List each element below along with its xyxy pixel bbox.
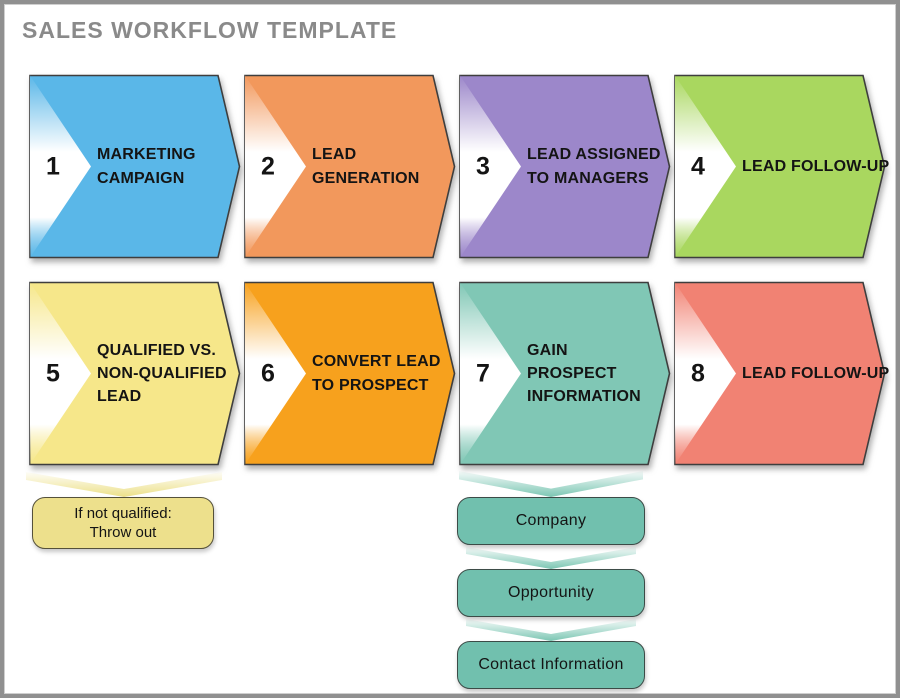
step-label: MARKETING CAMPAIGN — [97, 146, 196, 187]
step-number: 3 — [476, 152, 490, 180]
step-number: 4 — [691, 152, 705, 180]
chevron-arrow-shape — [244, 281, 456, 466]
step-label: LEAD FOLLOW-UP — [742, 364, 890, 382]
page-title: SALES WORKFLOW TEMPLATE — [22, 17, 398, 43]
step-number: 5 — [46, 359, 60, 387]
step-number: 2 — [261, 152, 275, 180]
workflow-step-5: 5 QUALIFIED VS. NON-QUALIFIED LEAD — [29, 281, 241, 466]
workflow-step-7: 7 GAIN PROSPECT INFORMATION — [459, 281, 671, 466]
chevron-arrow-shape — [674, 74, 886, 259]
chevron-arrow-shape — [459, 281, 671, 466]
step-label: LEAD ASSIGNED TO MANAGERS — [527, 146, 661, 187]
step-number: 6 — [261, 359, 275, 387]
down-arrow-connector — [26, 472, 222, 497]
chevron-arrow-shape — [459, 74, 671, 259]
chevron-arrow-shape — [29, 74, 241, 259]
step-label: LEAD FOLLOW-UP — [742, 157, 890, 175]
down-arrow-connector — [466, 619, 636, 641]
step-label: QUALIFIED VS. NON-QUALIFIED LEAD — [97, 341, 227, 406]
step-label: CONVERT LEAD TO PROSPECT — [312, 353, 441, 394]
workflow-step-4: 4 LEAD FOLLOW-UP — [674, 74, 890, 259]
node-contact-information: Contact Information — [457, 641, 645, 689]
chevron-arrow-shape — [244, 74, 456, 259]
chevron-arrow-shape — [674, 281, 886, 466]
workflow-step-6: 6 CONVERT LEAD TO PROSPECT — [244, 281, 456, 466]
workflow-step-3: 3 LEAD ASSIGNED TO MANAGERS — [459, 74, 671, 259]
step-number: 7 — [476, 359, 490, 387]
node-opportunity: Opportunity — [457, 569, 645, 617]
down-arrow-connector — [466, 547, 636, 569]
step-label: GAIN PROSPECT INFORMATION — [527, 341, 641, 406]
node-company: Company — [457, 497, 645, 545]
chevron-arrow-shape — [29, 281, 241, 466]
step-label: LEAD GENERATION — [312, 146, 420, 187]
step-number: 8 — [691, 359, 705, 387]
workflow-step-1: 1 MARKETING CAMPAIGN — [29, 74, 241, 259]
callout-not-qualified: If not qualified: Throw out — [32, 497, 214, 549]
workflow-step-2: 2 LEAD GENERATION — [244, 74, 456, 259]
down-arrow-connector — [459, 471, 643, 497]
workflow-step-8: 8 LEAD FOLLOW-UP — [674, 281, 890, 466]
step-number: 1 — [46, 152, 60, 180]
